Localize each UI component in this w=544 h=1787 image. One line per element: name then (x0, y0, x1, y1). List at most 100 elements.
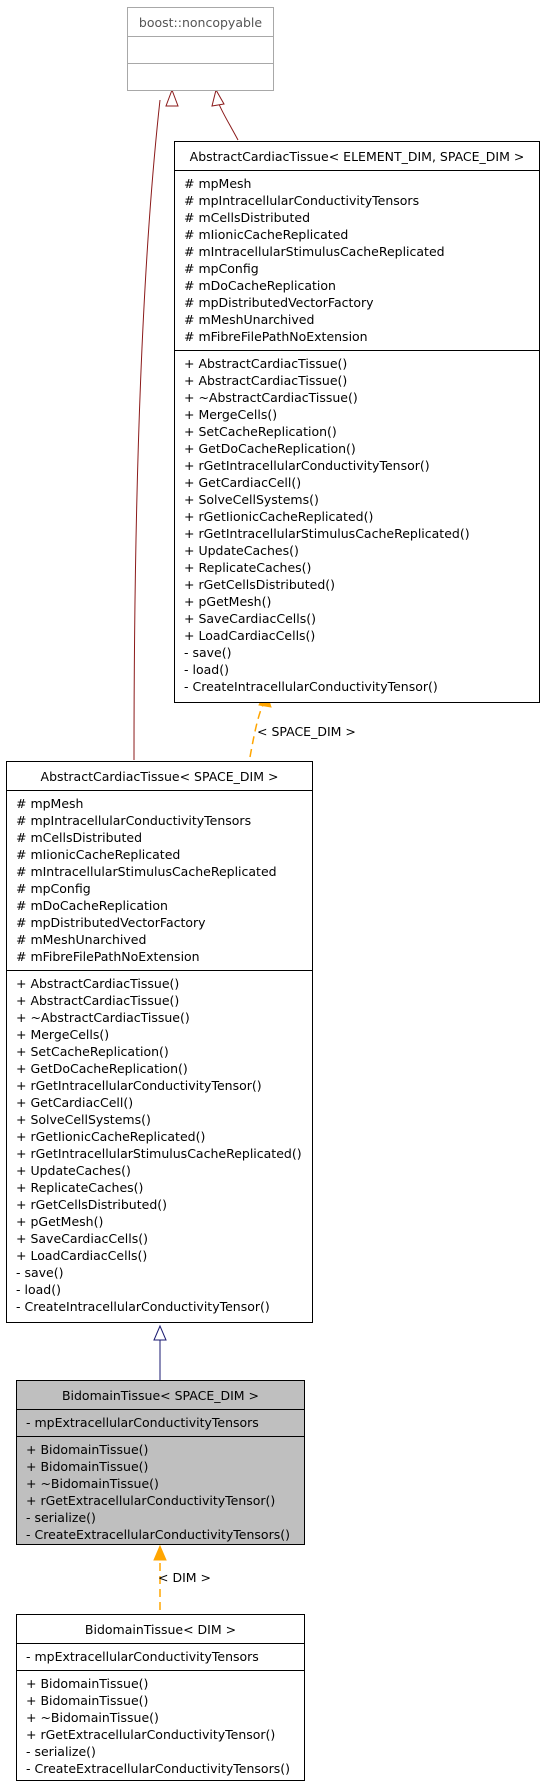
attribute: # mCellsDistributed (184, 210, 311, 225)
class-abstract-cardiac-tissue-elem-space[interactable]: AbstractCardiacTissue< ELEMENT_DIM, SPAC… (174, 141, 540, 703)
attribute: - mpExtracellularConductivityTensors (26, 1415, 259, 1430)
attribute: # mpIntracellularConductivityTensors (184, 193, 420, 208)
method: + SolveCellSystems() (184, 492, 319, 507)
method: + rGetIionicCacheReplicated() (16, 1129, 206, 1144)
attribute: # mMeshUnarchived (184, 312, 315, 327)
method: + SetCacheReplication() (16, 1044, 169, 1059)
method: - CreateIntracellularConductivityTensor(… (16, 1299, 270, 1314)
method: + rGetIionicCacheReplicated() (184, 509, 374, 524)
method: + ReplicateCaches() (184, 560, 312, 575)
method: - serialize() (26, 1510, 96, 1525)
method: + ~BidomainTissue() (26, 1710, 159, 1725)
method: - serialize() (26, 1744, 96, 1759)
attribute: # mIntracellularStimulusCacheReplicated (16, 864, 277, 879)
inherit-edge-noncopyable-elem (218, 103, 239, 141)
methods-section: + BidomainTissue() + BidomainTissue() + … (17, 1670, 304, 1782)
method: + LoadCardiacCells() (184, 628, 316, 643)
method: + SolveCellSystems() (16, 1112, 151, 1127)
attribute: # mpMesh (184, 176, 252, 191)
attribute: # mpDistributedVectorFactory (16, 915, 206, 930)
method: + BidomainTissue() (26, 1676, 149, 1691)
method: + GetCardiacCell() (16, 1095, 134, 1110)
class-title: BidomainTissue< DIM > (84, 1622, 237, 1637)
methods-section: + AbstractCardiacTissue() + AbstractCard… (7, 970, 312, 1320)
methods-section: + BidomainTissue() + BidomainTissue() + … (17, 1436, 304, 1548)
method: + AbstractCardiacTissue() (184, 356, 348, 371)
attribute: # mpConfig (16, 881, 91, 896)
attribute: # mMeshUnarchived (16, 932, 147, 947)
attributes-section: - mpExtracellularConductivityTensors (17, 1409, 304, 1436)
method: + BidomainTissue() (26, 1442, 149, 1457)
method: + ~AbstractCardiacTissue() (184, 390, 358, 405)
attribute: # mIntracellularStimulusCacheReplicated (184, 244, 445, 259)
attributes-section: - mpExtracellularConductivityTensors (17, 1643, 304, 1670)
methods-section: + AbstractCardiacTissue() + AbstractCard… (175, 350, 539, 700)
class-bidomain-tissue-dim[interactable]: BidomainTissue< DIM > - mpExtracellularC… (16, 1614, 305, 1781)
class-title: boost::noncopyable (138, 15, 263, 30)
attribute: # mIionicCacheReplicated (184, 227, 349, 242)
method: + SaveCardiacCells() (16, 1231, 149, 1246)
template-arrow-bidomain (153, 1544, 167, 1561)
template-edge-elem-space (249, 704, 264, 758)
method: + rGetIntracellularStimulusCacheReplicat… (184, 526, 470, 541)
method: + UpdateCaches() (16, 1163, 131, 1178)
attribute: # mIionicCacheReplicated (16, 847, 181, 862)
method: + pGetMesh() (184, 594, 272, 609)
attribute: - mpExtracellularConductivityTensors (26, 1649, 259, 1664)
attribute: # mDoCacheReplication (184, 278, 336, 293)
edge-label-dim: < DIM > (158, 1570, 211, 1585)
class-title: AbstractCardiacTissue< ELEMENT_DIM, SPAC… (189, 149, 525, 164)
method: - CreateExtracellularConductivityTensors… (26, 1527, 290, 1542)
method: - save() (16, 1265, 64, 1280)
method: + rGetIntracellularConductivityTensor() (184, 458, 430, 473)
attribute: # mFibreFilePathNoExtension (184, 329, 368, 344)
class-boost-noncopyable[interactable]: boost::noncopyable (127, 7, 274, 91)
method: + ReplicateCaches() (16, 1180, 144, 1195)
method: + ~AbstractCardiacTissue() (16, 1010, 190, 1025)
methods-section (128, 63, 273, 90)
method: + LoadCardiacCells() (16, 1248, 148, 1263)
method: - load() (16, 1282, 61, 1297)
attribute: # mCellsDistributed (16, 830, 143, 845)
method: + UpdateCaches() (184, 543, 299, 558)
method: + rGetCellsDistributed() (16, 1197, 168, 1212)
class-title: AbstractCardiacTissue< SPACE_DIM > (40, 769, 279, 784)
inherit-arrow-noncopyable-space (165, 88, 179, 107)
method: + BidomainTissue() (26, 1459, 149, 1474)
method: + SaveCardiacCells() (184, 611, 317, 626)
method: + rGetExtracellularConductivityTensor() (26, 1727, 276, 1742)
attributes-section: # mpMesh # mpIntracellularConductivityTe… (175, 170, 539, 350)
method: + GetDoCacheReplication() (16, 1061, 188, 1076)
inherit-edge-noncopyable-space (133, 99, 161, 761)
class-bidomain-tissue-space[interactable]: BidomainTissue< SPACE_DIM > - mpExtracel… (16, 1380, 305, 1545)
method: + rGetCellsDistributed() (184, 577, 336, 592)
inherit-arrow-space-bidomain (153, 1324, 167, 1341)
method: + rGetIntracellularStimulusCacheReplicat… (16, 1146, 302, 1161)
method: + ~BidomainTissue() (26, 1476, 159, 1491)
inherit-arrow-noncopyable-elem (211, 88, 225, 107)
method: + AbstractCardiacTissue() (184, 373, 348, 388)
attribute: # mpConfig (184, 261, 259, 276)
attribute: # mDoCacheReplication (16, 898, 168, 913)
attributes-section: # mpMesh # mpIntracellularConductivityTe… (7, 790, 312, 970)
method: - load() (184, 662, 229, 677)
class-abstract-cardiac-tissue-space[interactable]: AbstractCardiacTissue< SPACE_DIM > # mpM… (6, 761, 313, 1323)
method: + AbstractCardiacTissue() (16, 976, 180, 991)
attributes-section (128, 36, 273, 63)
attribute: # mpMesh (16, 796, 84, 811)
edge-label-space-dim: < SPACE_DIM > (257, 724, 356, 739)
method: + MergeCells() (184, 407, 278, 422)
method: + SetCacheReplication() (184, 424, 337, 439)
method: + GetDoCacheReplication() (184, 441, 356, 456)
method: + AbstractCardiacTissue() (16, 993, 180, 1008)
attribute: # mFibreFilePathNoExtension (16, 949, 200, 964)
method: - CreateIntracellularConductivityTensor(… (184, 679, 438, 694)
method: + BidomainTissue() (26, 1693, 149, 1708)
attribute: # mpDistributedVectorFactory (184, 295, 374, 310)
method: - CreateExtracellularConductivityTensors… (26, 1761, 290, 1776)
method: + pGetMesh() (16, 1214, 104, 1229)
method: + rGetIntracellularConductivityTensor() (16, 1078, 262, 1093)
method: + rGetExtracellularConductivityTensor() (26, 1493, 276, 1508)
method: - save() (184, 645, 232, 660)
